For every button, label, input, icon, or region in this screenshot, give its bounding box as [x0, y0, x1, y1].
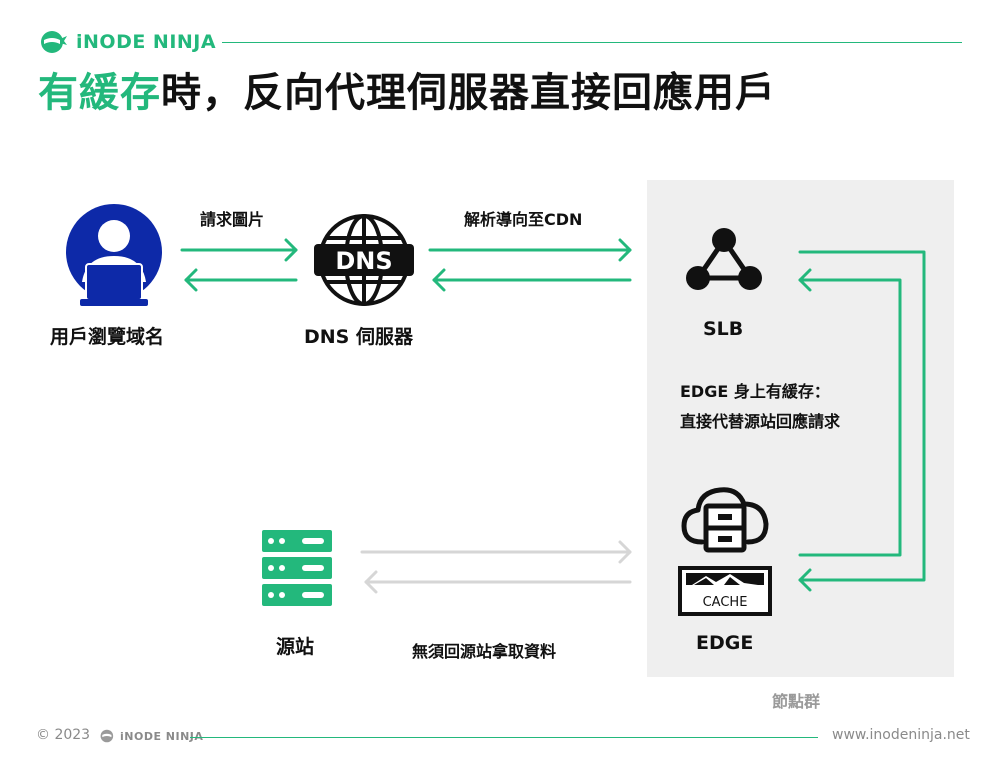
- node-group-label: 節點群: [772, 692, 821, 711]
- cache-icon: CACHE: [678, 566, 772, 616]
- dns-globe-icon: DNS: [314, 214, 414, 306]
- cache-icon-text: CACHE: [703, 595, 748, 610]
- user-label: 用戶瀏覽域名: [50, 326, 165, 348]
- ninja-logo-icon: [41, 31, 67, 53]
- header-divider: [222, 42, 962, 43]
- edge-label: EDGE: [696, 632, 754, 654]
- footer-url[interactable]: www.inodeninja.net: [832, 727, 970, 743]
- footer-brand: iNODE NINJA: [120, 730, 204, 743]
- brand-name: iNODE NINJA: [76, 31, 217, 53]
- brand-header: iNODE NINJA: [40, 30, 216, 54]
- footer-copyright: © 2023: [36, 727, 91, 743]
- edge-cache-note-line2: 直接代替源站回應請求: [680, 412, 841, 431]
- footer-logo-icon: [100, 729, 114, 743]
- no-origin-label: 無須回源站拿取資料: [412, 642, 557, 661]
- dns-icon-text: DNS: [335, 247, 392, 275]
- resolve-cdn-label: 解析導向至CDN: [464, 210, 583, 229]
- request-image-label: 請求圖片: [200, 210, 265, 229]
- slb-network-icon: [686, 228, 762, 290]
- title-rest: 時，反向代理伺服器直接回應用戶: [161, 70, 776, 116]
- edge-cloud-server-icon: [681, 487, 769, 553]
- slb-label: SLB: [703, 318, 744, 340]
- server-rack-icon: [262, 530, 332, 606]
- user-laptop-icon: [66, 204, 162, 306]
- edge-cache-note-line1: EDGE 身上有緩存：: [680, 382, 830, 401]
- origin-label: 源站: [276, 636, 315, 658]
- page-title: 有緩存時，反向代理伺服器直接回應用戶: [38, 60, 776, 118]
- dns-label: DNS 伺服器: [304, 326, 413, 348]
- title-highlight: 有緩存: [38, 70, 161, 116]
- footer-divider: [190, 737, 818, 738]
